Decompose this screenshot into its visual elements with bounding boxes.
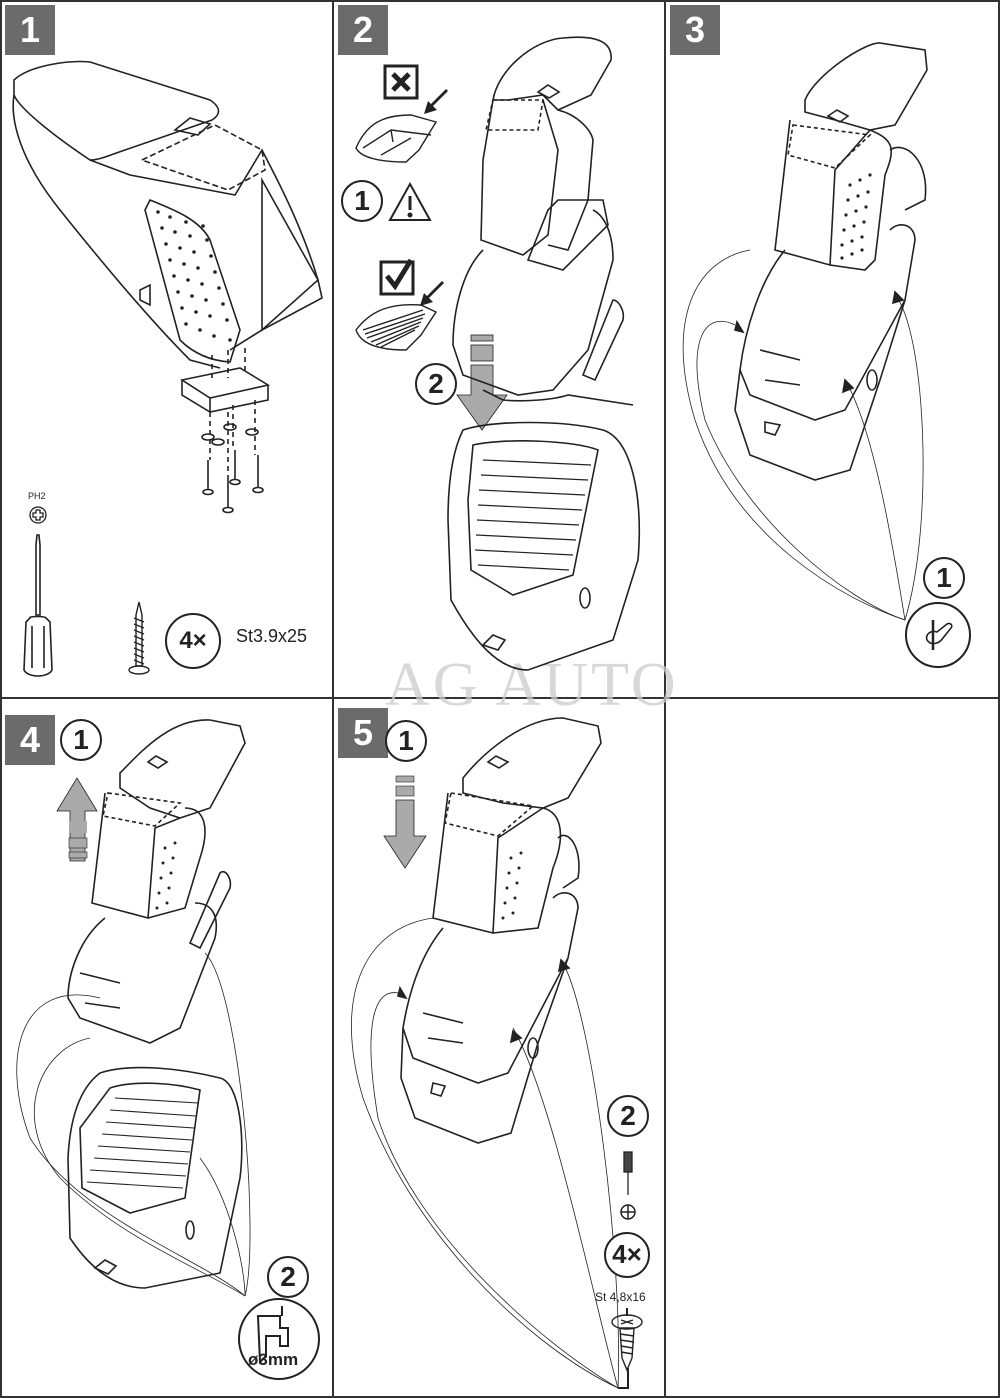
substep-1-circle: 1 [341, 180, 383, 222]
phillips-bit-icon [29, 506, 47, 524]
substep-2-circle: 2 [607, 1095, 649, 1137]
step-4-panel: 4 1 2 [0, 698, 333, 1398]
warning-icon [388, 181, 432, 221]
step-number-badge: 3 [670, 5, 720, 55]
screws [201, 423, 264, 514]
drill-size-label: ø3mm [248, 1350, 299, 1369]
screw-spec-label: St3.9x25 [236, 626, 308, 646]
armrest-fixing-illustration [351, 717, 629, 1389]
down-arrow-icon [383, 775, 427, 869]
armrest-installed-illustration [682, 42, 928, 621]
tool-size-label: PH2 [28, 491, 46, 501]
watermark: AG AUTO [385, 651, 679, 719]
divider [0, 697, 1000, 699]
step-3-panel: 3 1 [665, 0, 1000, 698]
cross-box-icon [383, 64, 419, 100]
substep-1-circle: 1 [385, 720, 427, 762]
screw-spec-label: St 4,8x16 [595, 1290, 646, 1304]
pointer-arrow-icon [420, 281, 444, 306]
divider [332, 0, 334, 1398]
armrest-removal-illustration [16, 719, 251, 1297]
phillips-bit-icon [620, 1204, 636, 1220]
perforation-dots [156, 210, 232, 342]
armrest-illustration [12, 60, 323, 514]
step-1-panel: 1 [0, 0, 333, 698]
screwdriver-icon [623, 1151, 633, 1195]
step-number-badge: 4 [5, 715, 55, 765]
step-5-panel: 5 1 2 [333, 698, 665, 1398]
mark-position-callout [905, 602, 971, 668]
step-number-badge: 1 [5, 5, 55, 55]
wood-screw-icon [128, 601, 150, 675]
screwdriver-icon [23, 534, 53, 677]
armrest-illustration [447, 36, 641, 671]
pan-head-screw-icon [611, 1308, 643, 1372]
step-2-panel: 2 1 2 [333, 0, 665, 698]
pointer-arrow-icon [424, 89, 448, 114]
hand-marking-icon [925, 620, 953, 650]
drill-callout: ø3mm [238, 1298, 320, 1380]
step-number-badge: 5 [338, 708, 388, 758]
correct-cover-illustration [355, 303, 438, 351]
substep-1-circle: 1 [60, 719, 102, 761]
substep-1-circle: 1 [923, 557, 965, 599]
substep-2-circle: 2 [415, 363, 457, 405]
perforation-dots [840, 173, 872, 260]
incorrect-cover-illustration [355, 114, 438, 163]
drill-bit-icon [256, 1306, 289, 1365]
step-number-badge: 2 [338, 5, 388, 55]
check-box-icon [379, 258, 415, 296]
up-arrow-icon [56, 777, 98, 862]
down-arrow-icon [456, 334, 508, 431]
substep-2-circle: 2 [267, 1256, 309, 1298]
quantity-circle: 4× [165, 613, 221, 669]
quantity-circle: 4× [604, 1232, 650, 1278]
divider [664, 0, 666, 1398]
